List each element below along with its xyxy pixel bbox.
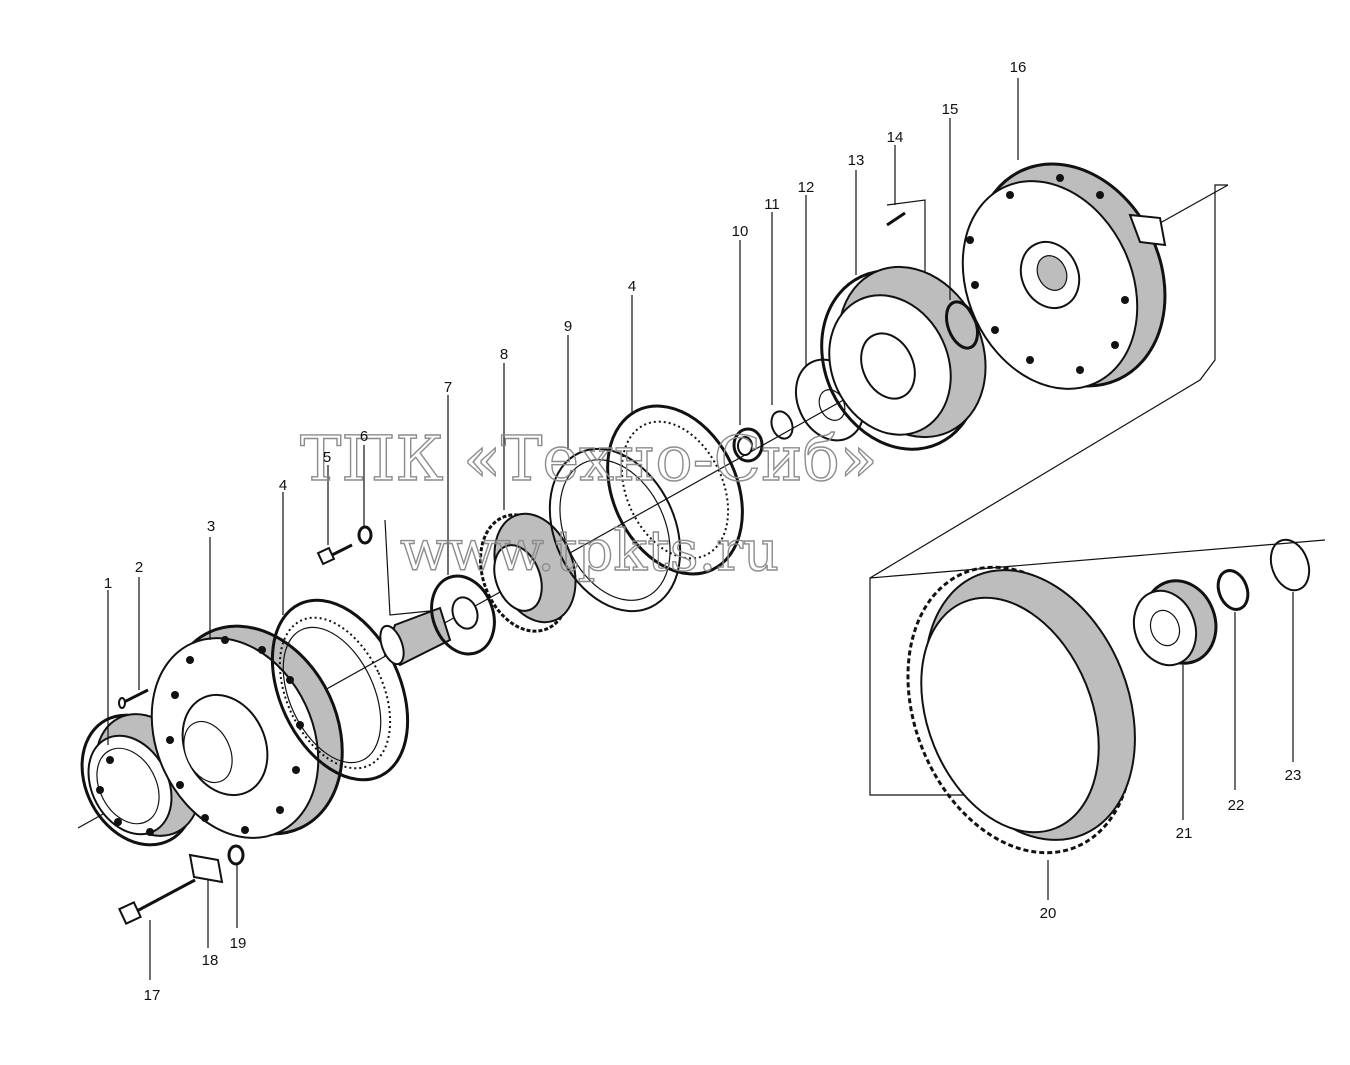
part-label-21: 21 xyxy=(1176,825,1193,842)
part-label-2: 2 xyxy=(135,559,143,576)
part-label-4-right: 4 xyxy=(628,278,636,295)
part-label-18: 18 xyxy=(202,952,219,969)
watermark-website: www.tpkts.ru xyxy=(400,519,779,584)
part-label-16: 16 xyxy=(1010,59,1027,76)
part-label-23: 23 xyxy=(1285,767,1302,784)
part-17-bolt xyxy=(118,878,196,925)
part-label-15: 15 xyxy=(942,101,959,118)
part-16-housing xyxy=(961,162,1167,390)
part-6-washer xyxy=(357,525,373,545)
part-label-19: 19 xyxy=(230,935,247,952)
part-11-snap-ring xyxy=(770,410,794,440)
part-label-1: 1 xyxy=(104,575,112,592)
part-label-7: 7 xyxy=(444,379,452,396)
part-23-thin-ring xyxy=(1269,538,1311,592)
part-label-6: 6 xyxy=(360,428,368,445)
part-2-pin xyxy=(118,688,149,709)
part-7-shaft xyxy=(379,574,496,667)
part-label-5: 5 xyxy=(323,449,331,466)
part-21-bearing xyxy=(1132,579,1218,667)
part-label-13: 13 xyxy=(848,152,865,169)
part-19-nut xyxy=(227,844,245,866)
part-labels: 1 2 3 4 5 6 7 8 9 4 10 11 12 13 14 15 16… xyxy=(104,59,1302,1004)
part-label-10: 10 xyxy=(732,223,749,240)
part-label-3: 3 xyxy=(207,518,215,535)
part-label-17: 17 xyxy=(144,987,161,1004)
part-label-11: 11 xyxy=(764,196,780,213)
part-14-pin xyxy=(886,211,906,227)
part-5-bolt xyxy=(316,543,353,566)
part-label-22: 22 xyxy=(1228,797,1245,814)
part-label-12: 12 xyxy=(798,179,815,196)
part-20-ring-gear xyxy=(906,565,1136,855)
part-label-9: 9 xyxy=(564,318,572,335)
part-22-seal-ring xyxy=(1216,569,1250,611)
part-label-14: 14 xyxy=(887,129,904,146)
part-label-20: 20 xyxy=(1040,905,1057,922)
part-4-friction-disc-right xyxy=(606,404,744,576)
watermark-company: ТПК «Техно-Сиб» xyxy=(300,422,878,495)
part-label-8: 8 xyxy=(500,346,508,363)
leader-lines xyxy=(107,78,1294,980)
part-10-needle-bearing xyxy=(732,427,764,463)
part-18-lock-plate xyxy=(188,853,224,884)
part-9-steel-disc xyxy=(548,447,682,613)
part-label-4-left: 4 xyxy=(279,477,287,494)
